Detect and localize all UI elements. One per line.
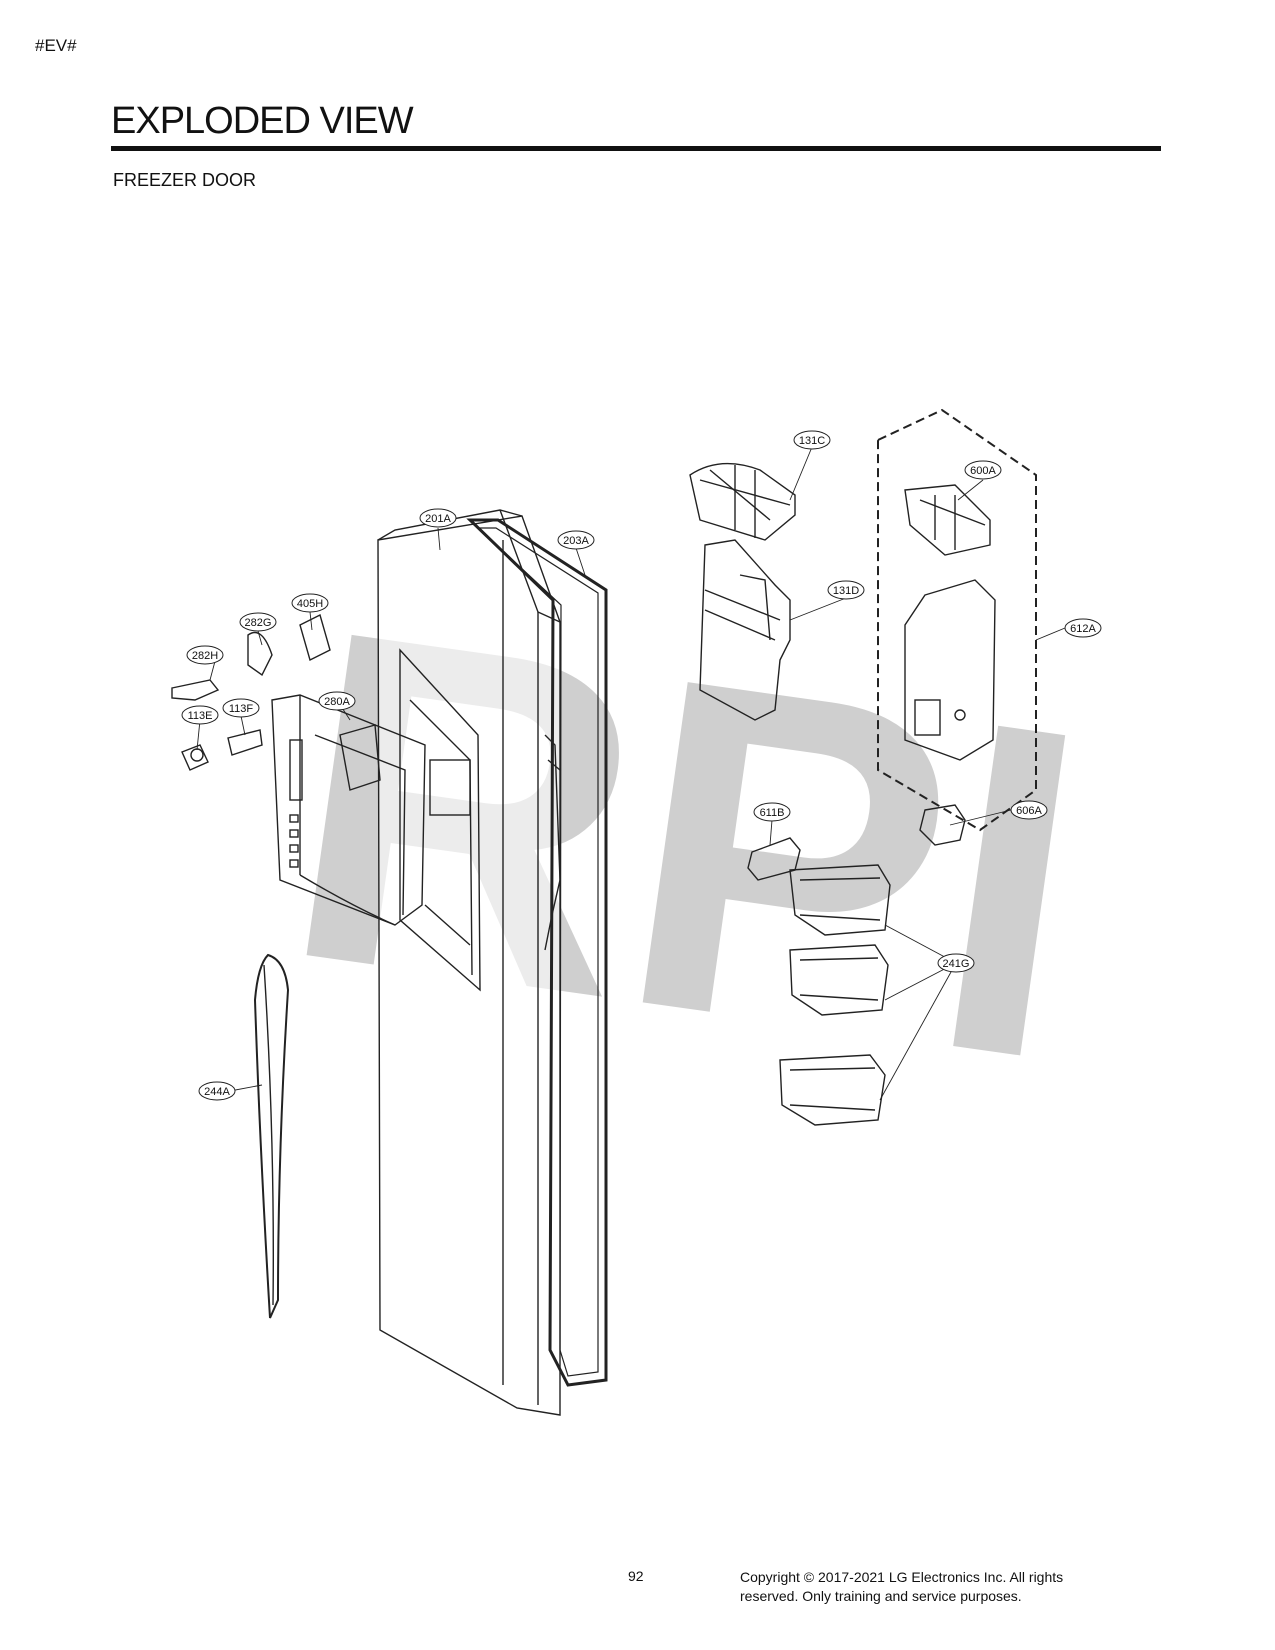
copyright-notice: Copyright © 2017-2021 LG Electronics Inc… [740,1568,1063,1606]
callout-611B: 611B [753,802,791,822]
door-handle [253,953,290,1319]
part-131D [699,539,791,721]
svg-text:282H: 282H [192,650,218,662]
svg-text:113F: 113F [229,703,254,715]
part-405H [299,613,331,662]
svg-text:113E: 113E [188,710,213,722]
part-113F [227,729,263,756]
callout-113F: 113F [222,698,260,718]
part-282G [247,631,273,677]
svg-text:600A: 600A [970,465,996,477]
page-title: EXPLODED VIEW [111,100,414,142]
dispenser-buttons [289,814,299,868]
svg-text:241G: 241G [943,958,970,970]
callout-203A: 203A [557,530,595,550]
page-number: 92 [628,1568,644,1584]
callout-282G: 282G [239,612,277,632]
callout-606A: 606A [1010,800,1048,820]
freezer-door-panel [377,515,561,1416]
callout-282H: 282H [186,645,224,665]
svg-text:244A: 244A [204,1086,230,1098]
svg-text:405H: 405H [297,598,323,610]
svg-text:131D: 131D [833,585,859,597]
svg-text:282G: 282G [245,617,272,629]
svg-text:606A: 606A [1016,805,1042,817]
callout-612A: 612A [1064,618,1102,638]
svg-text:201A: 201A [425,513,451,525]
callout-600A: 600A [964,460,1002,480]
callout-201A: 201A [419,508,457,528]
callout-405H: 405H [291,593,329,613]
svg-text:611B: 611B [760,807,785,819]
svg-text:131C: 131C [799,435,825,447]
part-113E [181,744,209,771]
part-282H [171,679,220,701]
svg-text:203A: 203A [563,535,589,547]
callout-280A: 280A [318,691,356,711]
door-bins [779,864,891,1126]
callout-131C: 131C [793,430,831,450]
part-600A [904,484,991,556]
page-subtitle: FREEZER DOOR [113,170,257,190]
svg-text:612A: 612A [1070,623,1096,635]
copyright-line-2: reserved. Only training and service purp… [740,1588,1022,1604]
title-rule [111,146,1161,151]
callout-113E: 113E [181,705,219,725]
door-gasket [466,518,608,1387]
svg-text:280A: 280A [324,696,350,708]
callout-244A: 244A [198,1081,236,1101]
callout-241G: 241G [937,953,975,973]
part-131C [689,462,796,541]
copyright-line-1: Copyright © 2017-2021 LG Electronics Inc… [740,1569,1064,1585]
ice-maker-assembly-outline [877,408,1037,832]
callout-131D: 131D [827,580,865,600]
ice-maker-frame [904,579,996,761]
part-606A [919,804,966,846]
page-tag: #EV# [35,36,77,55]
